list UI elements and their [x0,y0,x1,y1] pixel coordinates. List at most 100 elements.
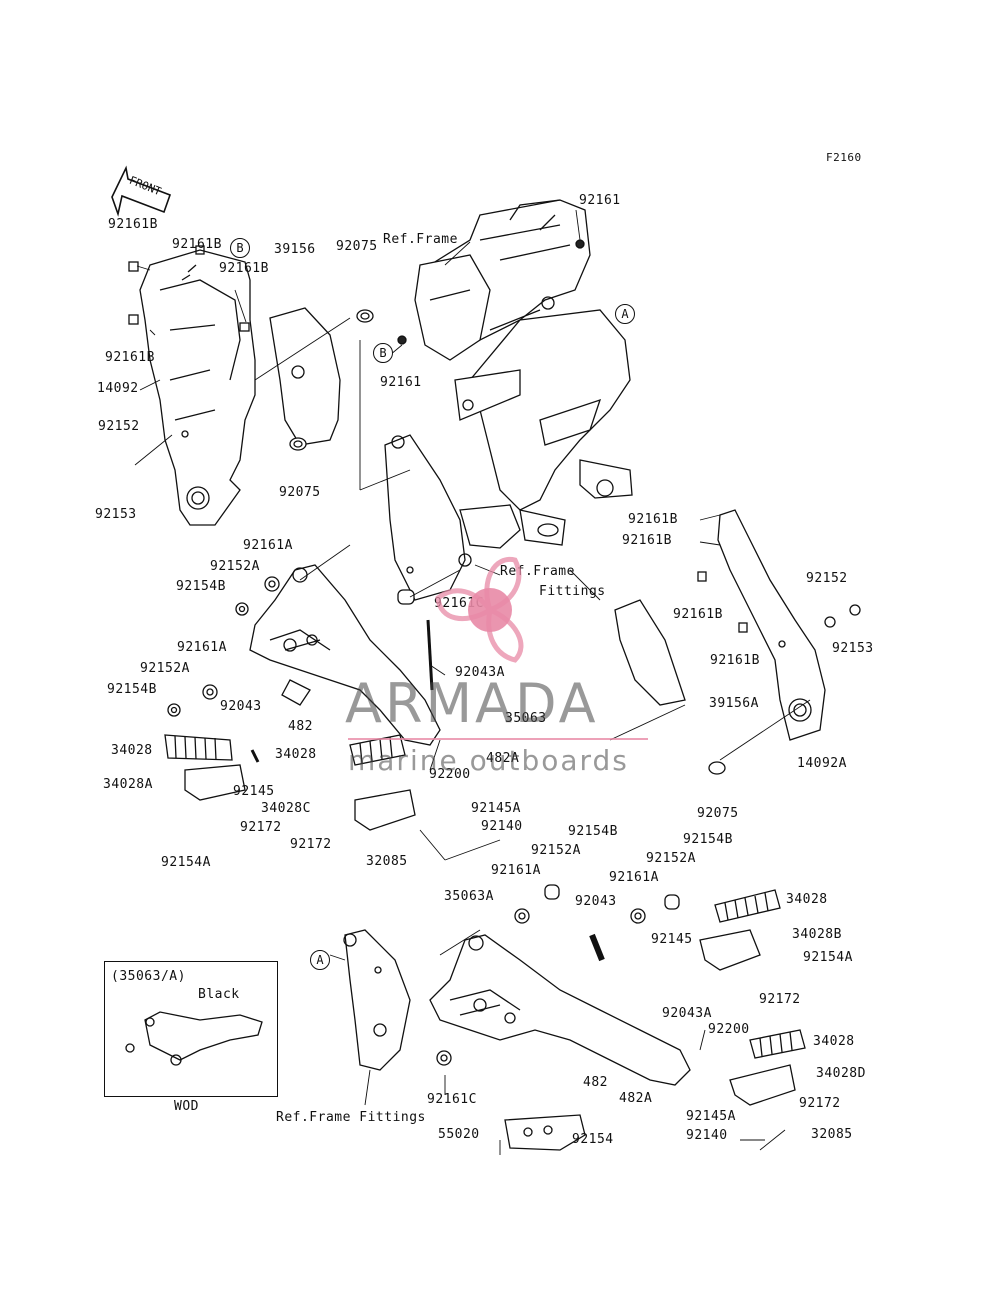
footpeg-left-2-drawing [349,734,416,831]
part-label: 92161B [673,607,723,622]
part-label: 34028 [813,1034,855,1049]
footpeg-left-1-drawing [164,734,246,801]
watermark-brand: ARMADA [345,672,599,735]
part-label: 92161A [243,538,293,553]
part-label: 482 [583,1075,608,1090]
part-label: 92200 [429,767,471,782]
part-label: 92075 [279,485,321,500]
part-label: 92140 [686,1128,728,1143]
part-label: 14092A [797,756,847,771]
part-label: 35063A [444,889,494,904]
part-label: 92172 [240,820,282,835]
part-label: 92154B [568,824,618,839]
front-arrow-icon: FRONT [111,165,172,217]
part-label: 482 [288,719,313,734]
part-label: 34028A [103,777,153,792]
side-cover-left-drawing [139,249,256,526]
part-label: 92161B [622,533,672,548]
bracket-35063A-drawing [429,934,691,1086]
part-label: Ref.Frame Fittings [276,1110,426,1125]
inset-bracket-drawing [125,1011,263,1066]
part-label: 92145A [471,801,521,816]
part-label: 92075 [336,239,378,254]
part-label: 55020 [438,1127,480,1142]
part-label: 32085 [811,1127,853,1142]
panel-39156A-drawing [614,599,686,706]
part-label: 92140 [481,819,523,834]
watermark-tagline: marine outboards [348,744,629,777]
part-label: 92152A [210,559,260,574]
part-label: 92145 [651,932,693,947]
part-label: 92043A [662,1006,712,1021]
part-label: 92154A [161,855,211,870]
part-label: 92161C [427,1092,477,1107]
part-label: 92154B [683,832,733,847]
part-label: 92154 [572,1132,614,1147]
part-label: 92154B [176,579,226,594]
part-label: 92152A [531,843,581,858]
part-label: 92145A [686,1109,736,1124]
part-label: 92043 [220,699,262,714]
panel-39156-drawing [269,307,341,446]
part-label: 92075 [697,806,739,821]
footrest-bracket-plate-left [384,434,466,601]
watermark-rule [348,738,648,740]
part-label: 92152A [140,661,190,676]
bracket-plate-right-drawing [344,929,411,1071]
part-label: 482A [619,1091,653,1106]
inset-part-label: (35063/A) [111,969,186,984]
part-label: 92161B [108,217,158,232]
part-label: 92161B [172,237,222,252]
main-frame-drawing [414,199,633,549]
part-label: 14092 [97,381,139,396]
part-label: 92172 [759,992,801,1007]
part-label: 92161A [491,863,541,878]
inset-color-label: Black [198,987,240,1002]
inset-caption: WOD [174,1099,199,1114]
part-label: 92161B [628,512,678,527]
part-label: 92161B [219,261,269,276]
part-label: 92161 [380,375,422,390]
part-label: 92161B [105,350,155,365]
part-label: 92154B [107,682,157,697]
footpeg-right-2-drawing [729,1029,806,1106]
watermark-logo-icon [435,556,524,663]
part-label: 92152A [646,851,696,866]
part-label: 39156A [709,696,759,711]
part-label: 92200 [708,1022,750,1037]
part-label: 92154A [803,950,853,965]
part-label: 92172 [290,837,332,852]
part-label: 34028 [786,892,828,907]
part-label: 39156 [274,242,316,257]
part-label: 34028 [111,743,153,758]
footpeg-right-1-drawing [699,889,781,971]
part-label: 92172 [799,1096,841,1111]
ref-marker-a: A [615,304,635,324]
ref-marker-b: B [373,343,393,363]
part-label: 92145 [233,784,275,799]
side-cover-right-drawing [717,509,826,741]
bracket-35063-drawing [249,564,441,746]
part-label: 34028B [792,927,842,942]
part-label: 92153 [95,507,137,522]
part-label: 92161A [177,640,227,655]
figure-code: F2160 [826,151,862,164]
part-label: 92152 [98,419,140,434]
part-label: 92153 [832,641,874,656]
part-label: 482A [486,751,520,766]
part-label: 92152 [806,571,848,586]
part-label: 92161B [710,653,760,668]
part-label: 92161A [609,870,659,885]
part-label: 92161 [579,193,621,208]
part-label: 35063 [505,711,547,726]
part-label: 34028 [275,747,317,762]
part-label: 92043A [455,665,505,680]
part-label: 32085 [366,854,408,869]
ref-marker-b: B [230,238,250,258]
ref-marker-a: A [310,950,330,970]
part-label: 34028D [816,1066,866,1081]
part-label: 34028C [261,801,311,816]
part-label: 92043 [575,894,617,909]
part-label: Ref.Frame [383,232,458,247]
